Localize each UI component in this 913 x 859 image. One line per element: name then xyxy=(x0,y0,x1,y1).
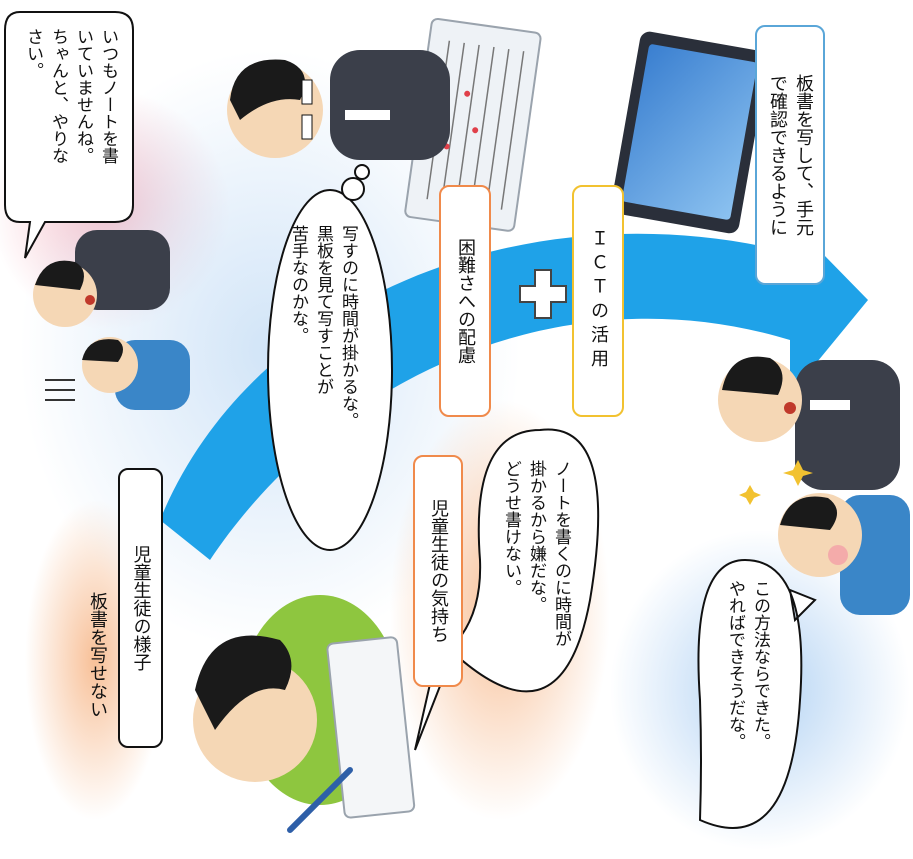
consideration-label: 困難さへの配慮 xyxy=(455,238,476,364)
teacher-bottom xyxy=(718,356,900,490)
box-ict: ＩＣＴの活用 xyxy=(572,185,624,417)
tablet-illustration xyxy=(611,31,769,234)
student-state-label: 児童生徒の様子 xyxy=(130,545,152,671)
plus-sign xyxy=(519,269,567,319)
box-student-feelings: 児童生徒の気持ち xyxy=(413,455,463,687)
teacher-scold-text: いつもノートを書 いていませんね。 ちゃんと、やりな さい。 xyxy=(23,28,118,164)
student-happy xyxy=(778,493,910,615)
ict-label: ＩＣＴの活用 xyxy=(588,229,609,373)
bubble-student-speech-shape xyxy=(414,428,600,751)
student-success-text: この方法ならできた。 やればできそうだな。 xyxy=(725,580,770,750)
student-scolded xyxy=(45,337,190,410)
bubble-teacher-thought-shape xyxy=(267,164,393,551)
bubble-student-success-shape xyxy=(697,558,817,829)
box-student-state: 児童生徒の様子 xyxy=(118,468,163,748)
bubble-teacher-scold-shape xyxy=(4,11,134,259)
teacher-scolding xyxy=(33,230,170,327)
box-title: 板書を写せない xyxy=(78,540,116,770)
teacher-top xyxy=(227,50,450,160)
student-speech-text: ノートを書くのに時間が 掛かるから嫌だな。 どうせ書けない。 xyxy=(501,460,571,647)
tablet-note-text: 板書を写して、手元 で確認できるように xyxy=(767,74,814,236)
student-feelings-label: 児童生徒の気持ち xyxy=(428,499,449,643)
sparkle-icons xyxy=(739,460,813,505)
box-consideration: 困難さへの配慮 xyxy=(439,185,491,417)
student-writing xyxy=(193,595,416,833)
title-label: 板書を写せない xyxy=(87,592,108,718)
teacher-thought-text: 写すのに時間が掛かるな。 黒板を見て写すことが 苦手なのかな。 xyxy=(288,225,358,429)
big-curved-arrow xyxy=(160,210,868,560)
box-tablet-note: 板書を写して、手元 で確認できるように xyxy=(755,25,825,285)
